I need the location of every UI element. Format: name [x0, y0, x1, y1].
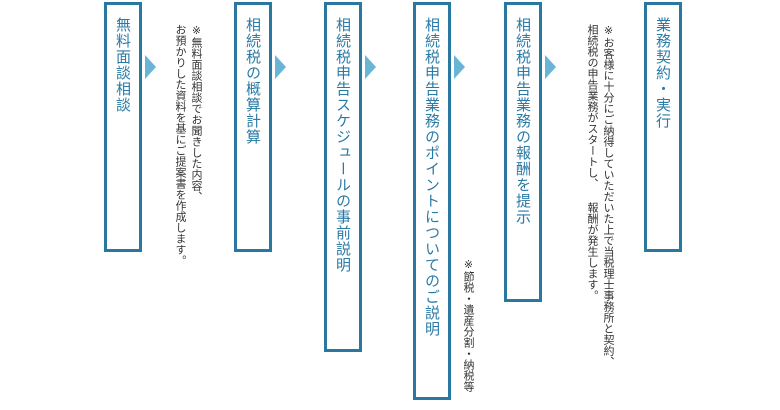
- step-1-note: ※無料面談相談でお聞きした内容、 お預かりした資料を基にご提案書を作成します。: [172, 24, 204, 266]
- step-3-box: 相続税申告スケジュールの事前説明: [324, 2, 362, 352]
- step-1-note-line-1: ※無料面談相談でお聞きした内容、: [190, 24, 203, 202]
- arrow-right-icon: [275, 55, 286, 79]
- step-4-note-line-1: ※節税・遺産分割・納税等: [462, 258, 475, 392]
- step-5-box: 相続税申告業務の報酬を提示: [504, 2, 542, 302]
- step-5-label: 相続税申告業務の報酬を提示: [514, 17, 532, 225]
- step-4-label: 相続税申告業務のポイントについてのご説明: [423, 17, 441, 337]
- step-1-box: 無料面談相談: [104, 2, 142, 252]
- step-6-note-line-1: ※お客様に十分にご納得していただいた上で当税理士事務所と契約、: [602, 24, 615, 367]
- step-1-note-line-2: お預かりした資料を基にご提案書を作成します。: [174, 24, 187, 266]
- arrow-right-icon: [454, 55, 465, 79]
- arrow-right-icon: [145, 55, 156, 79]
- step-3-label: 相続税申告スケジュールの事前説明: [334, 17, 352, 273]
- step-6-note: ※お客様に十分にご納得していただいた上で当税理士事務所と契約、 相続税の申告業務…: [584, 24, 616, 367]
- step-4-box: 相続税申告業務のポイントについてのご説明: [413, 2, 451, 400]
- step-2-box: 相続税の概算計算: [234, 2, 272, 252]
- step-6-note-line-2: 相続税の申告業務がスタートし、 報酬が発生します。: [586, 24, 599, 301]
- arrow-right-icon: [365, 55, 376, 79]
- step-2-label: 相続税の概算計算: [244, 17, 262, 145]
- step-6-box: 業務契約・実行: [644, 2, 682, 252]
- step-4-note: ※節税・遺産分割・納税等: [460, 258, 476, 392]
- step-6-label: 業務契約・実行: [654, 17, 672, 129]
- step-1-label: 無料面談相談: [114, 17, 132, 113]
- arrow-right-icon: [545, 55, 556, 79]
